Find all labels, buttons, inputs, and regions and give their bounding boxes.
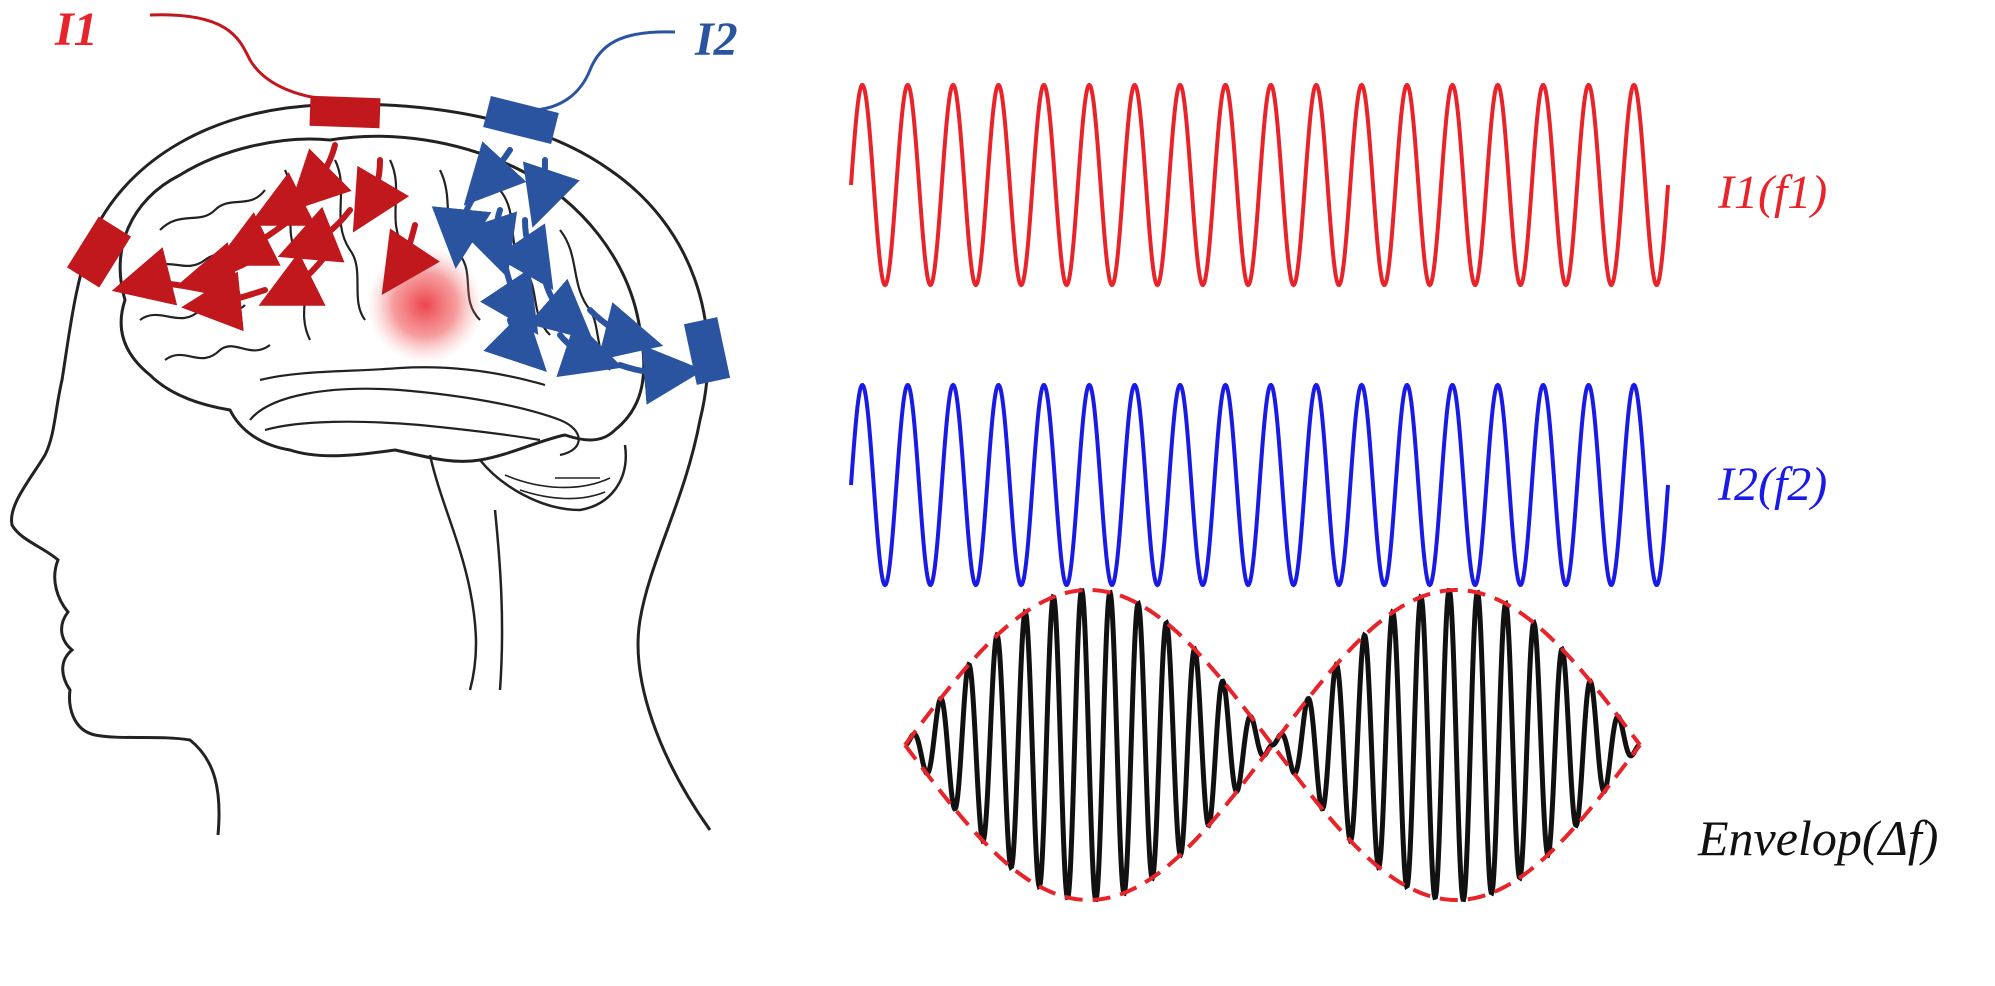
- wave-2-signal: [849, 382, 1670, 588]
- electrode-2-label: I2: [694, 13, 738, 66]
- brainstem: [428, 454, 478, 691]
- cerebellum: [479, 444, 628, 512]
- electrode-2-top: [483, 96, 559, 144]
- electrode-1-wire: [149, 13, 346, 102]
- cerebellum-folds: [504, 474, 611, 500]
- envelope-lower-dashed: [903, 741, 1642, 903]
- envelope-carrier-signal: [904, 587, 1641, 903]
- electrode-1-label: I1: [54, 3, 98, 56]
- electrode-2-back: [683, 317, 731, 385]
- current-2-arrows: [431, 141, 704, 405]
- electrode-2-wire: [534, 30, 676, 112]
- current-1-arrows: [111, 142, 440, 332]
- electrode-1-top: [309, 95, 381, 129]
- electrode-1-front: [66, 216, 132, 288]
- envelope-label: Envelop(Δf): [1697, 810, 1938, 866]
- wave-1-label: I1(f1): [1717, 166, 1827, 219]
- head-outline: [10, 102, 712, 836]
- wave-2-label: I2(f2): [1717, 458, 1827, 511]
- wave-1-signal: [849, 82, 1670, 288]
- stimulation-focus-glow: [367, 247, 483, 363]
- head-illustration: I1 I2: [10, 3, 738, 836]
- waveform-panel: I1(f1) I2(f2) Envelop(Δf): [849, 82, 1938, 903]
- envelope-upper-dashed: [903, 587, 1642, 749]
- brain-outline: [118, 134, 646, 463]
